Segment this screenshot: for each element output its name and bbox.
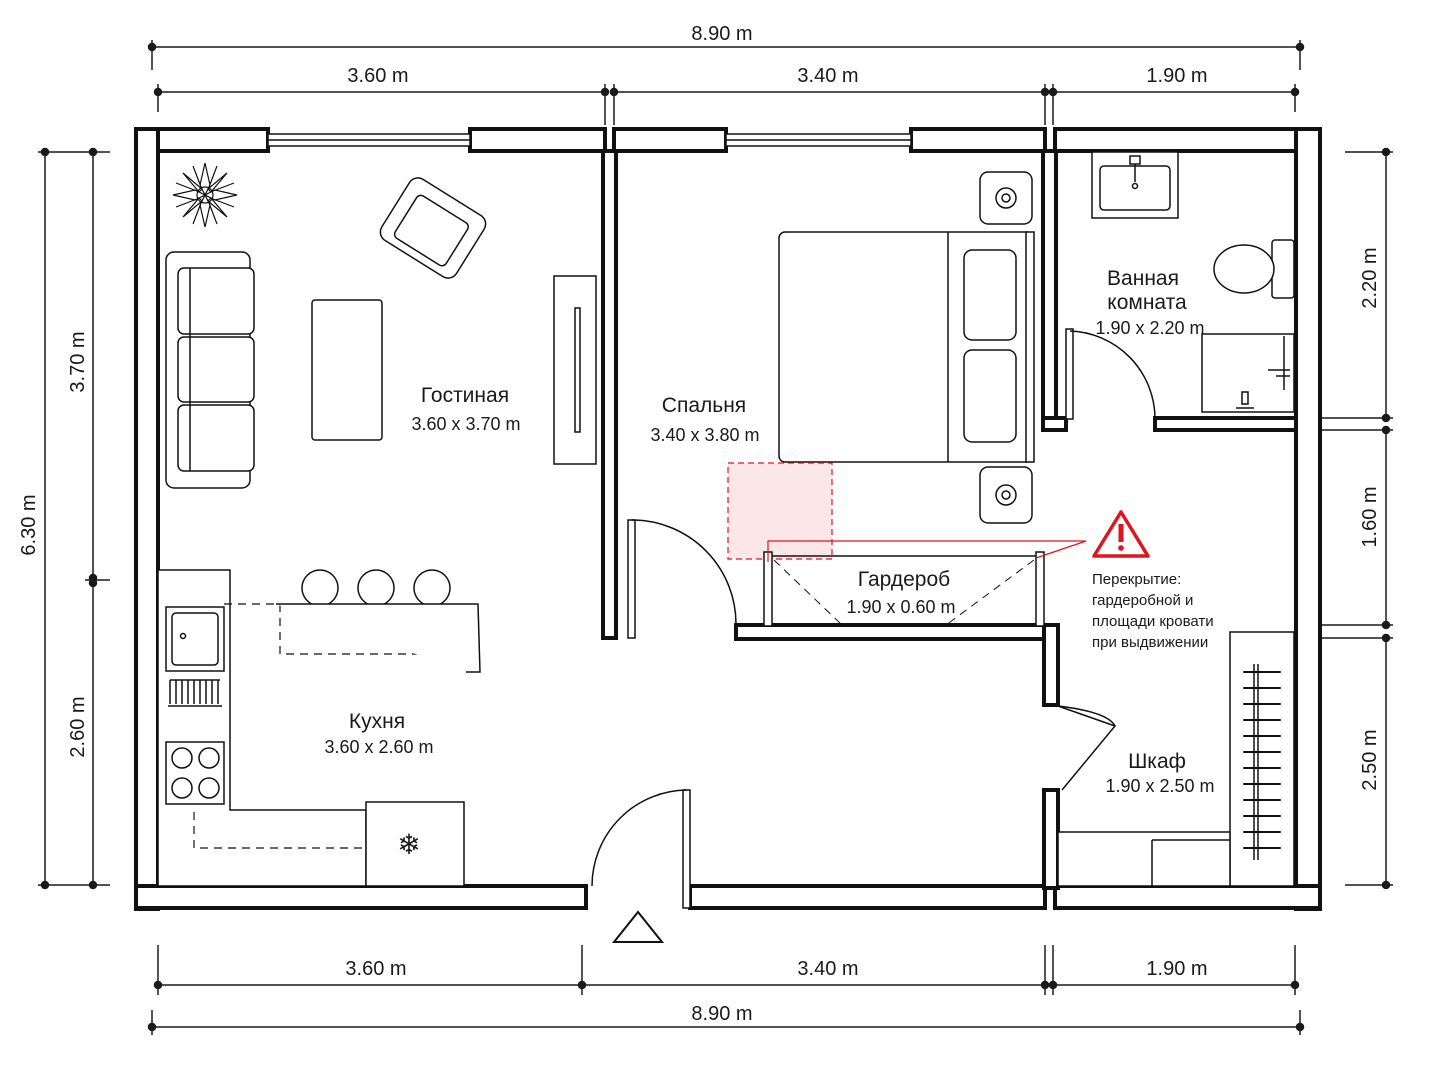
room-size-bathroom: 1.90 x 2.20 m	[1095, 318, 1204, 338]
warning-line-2: гардеробной и	[1092, 592, 1193, 609]
right-dimension-wardrobe: 1.60 m	[1359, 486, 1381, 547]
room-name-closet: Шкаф	[1128, 750, 1186, 773]
top-dimension-bath: 1.90 m	[1146, 65, 1207, 87]
room-name-bedroom: Спальня	[662, 394, 746, 417]
closet-shelves	[1057, 631, 1295, 887]
plant-icon	[172, 162, 238, 228]
bar-counter	[276, 569, 481, 673]
room-size-bedroom: 3.40 x 3.80 m	[650, 425, 759, 445]
windows	[267, 133, 912, 147]
room-size-closet: 1.90 x 2.50 m	[1105, 776, 1214, 796]
right-dimension-bath: 2.20 m	[1359, 247, 1381, 308]
tv-stand	[553, 275, 597, 465]
left-dimensions	[38, 147, 110, 890]
room-name-kitchen: Кухня	[349, 710, 405, 733]
bottom-dimension-kitchen: 3.60 m	[345, 958, 406, 980]
left-dimension-kitchen: 2.60 m	[67, 696, 89, 757]
warning-callout	[767, 540, 1087, 562]
snowflake-icon: ❄	[397, 829, 420, 860]
wardrobe-door-swing	[773, 559, 1035, 626]
room-name-wardrobe: Гардероб	[858, 568, 950, 591]
sink-icon	[165, 606, 225, 707]
left-total-dimension: 6.30 m	[18, 494, 40, 555]
closet-hangers	[1243, 671, 1281, 849]
warning-line-3: площади кровати	[1092, 613, 1214, 630]
bedroom-door-leaf	[627, 519, 636, 639]
entrance-door-leaf	[682, 789, 691, 909]
toilet-icon	[1213, 239, 1295, 299]
warning-triangle-icon	[1092, 510, 1150, 558]
bath-sink	[1091, 151, 1179, 219]
warning-line-1: Перекрытие:	[1092, 571, 1181, 588]
room-name-living: Гостиная	[421, 384, 509, 407]
room-size-living: 3.60 x 3.70 m	[411, 414, 520, 434]
fridge	[365, 801, 465, 887]
bottom-dimensions	[147, 945, 1305, 1035]
top-dimensions	[147, 40, 1305, 125]
double-bed	[778, 231, 1035, 463]
room-size-wardrobe: 1.90 x 0.60 m	[846, 597, 955, 617]
bed-overlap-zone	[727, 462, 833, 560]
entrance-arrow-icon	[611, 910, 665, 943]
bathroom-door-leaf	[1065, 328, 1074, 420]
top-total-dimension: 8.90 m	[691, 23, 752, 45]
top-dimension-bedroom: 3.40 m	[797, 65, 858, 87]
top-dimension-living: 3.60 m	[347, 65, 408, 87]
shower-icon	[1201, 333, 1295, 413]
nightstand-icon	[979, 171, 1033, 524]
bottom-dimension-hall: 3.40 m	[797, 958, 858, 980]
bottom-total-dimension: 8.90 m	[691, 1003, 752, 1025]
left-dimension-living: 3.70 m	[67, 331, 89, 392]
coffee-table	[311, 299, 383, 441]
room-size-kitchen: 3.60 x 2.60 m	[324, 737, 433, 757]
bottom-dimension-closet: 1.90 m	[1146, 958, 1207, 980]
armchair	[379, 177, 487, 279]
room-name-bathroom-1: Ванная	[1107, 267, 1179, 290]
doors	[591, 328, 1156, 909]
warning-line-4: при выдвижении	[1092, 634, 1208, 651]
right-dimension-closet: 2.50 m	[1359, 729, 1381, 790]
sofa	[165, 251, 255, 489]
room-name-bathroom-2: комната	[1107, 291, 1187, 314]
stove-icon	[165, 741, 225, 805]
walls	[134, 127, 1322, 911]
